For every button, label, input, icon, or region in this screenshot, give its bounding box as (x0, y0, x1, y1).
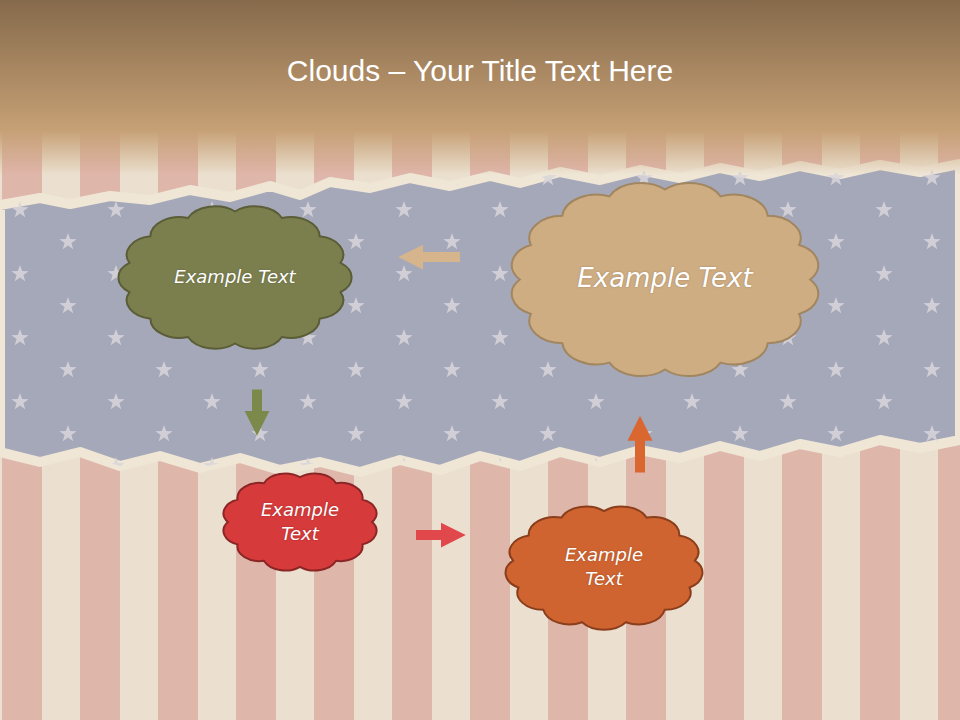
cloud-shape: Example Text (112, 195, 358, 360)
cloud-text: Example Text (559, 543, 649, 592)
cloud-outline-path (506, 506, 703, 629)
cloud-shape: Example Text (218, 466, 382, 578)
cloud-shape: Example Text (500, 167, 830, 392)
cloud-text: Example Text (174, 265, 295, 289)
flag-stars (0, 164, 960, 472)
flow-arrow (635, 440, 645, 473)
cloud-outline (500, 497, 708, 638)
cloud-text: Example Text (577, 261, 752, 296)
torn-blue-band (0, 164, 960, 472)
cloud-text: Example Text (255, 498, 345, 547)
cloud-outline-path (512, 182, 818, 375)
cloud-shape: Example Text (500, 497, 708, 638)
cloud-outline-path (118, 206, 351, 348)
flow-arrow (252, 390, 262, 413)
cloud-outline-path (223, 474, 376, 571)
slide-title: Clouds – Your Title Text Here (0, 54, 960, 88)
title-bar-fade (0, 130, 960, 175)
flow-arrow (416, 530, 442, 540)
title-bar (0, 0, 960, 130)
cloud-outline (218, 466, 382, 578)
flow-arrow (422, 252, 460, 262)
